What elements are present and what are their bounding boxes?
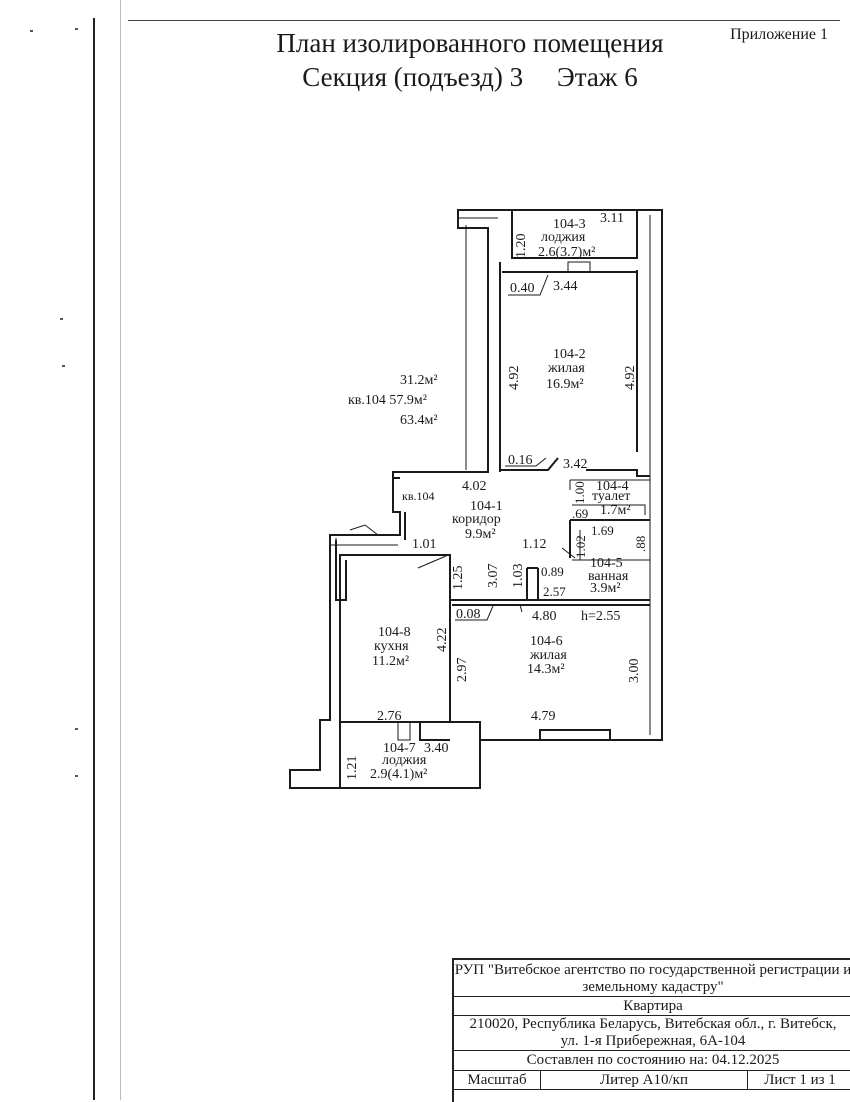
object-type: Квартира: [454, 997, 850, 1016]
inner-walls: [330, 215, 651, 741]
dim-0-69: .69: [572, 506, 588, 521]
room-104-5-area: 3.9м²: [590, 581, 621, 596]
room-104-6-name: жилая: [529, 648, 567, 663]
page-subtitle: Секция (подъезд) 3 Этаж 6: [302, 62, 638, 92]
dim-3-11: 3.11: [600, 211, 624, 226]
room-104-5-id: 104-5: [590, 556, 623, 571]
dim-3-42: 3.42: [563, 457, 588, 472]
dim-1-21: 1.21: [345, 756, 360, 781]
dim-3-07: 3.07: [486, 564, 501, 589]
room-104-6-area: 14.3м²: [527, 662, 565, 677]
room-104-3-name: лоджия: [541, 230, 586, 245]
address-line-2: ул. 1-я Прибережная, 6А-104: [560, 1033, 746, 1049]
org-name: РУП "Витебское агентство по государствен…: [454, 960, 850, 997]
room-104-1-name: коридор: [452, 512, 501, 527]
scan-speck: [75, 28, 78, 30]
dimension-lines: [378, 274, 576, 723]
scan-edge-secondary: [120, 0, 121, 1100]
dim-4-79: 4.79: [531, 709, 556, 724]
room-104-7-id: 104-7: [383, 741, 416, 756]
dim-2-57: 2.57: [543, 584, 566, 599]
dim-2-97: 2.97: [455, 658, 470, 683]
dim-2-76: 2.76: [377, 709, 402, 724]
room-104-4-area: 1.7м²: [600, 503, 631, 518]
address: 210020, Республика Беларусь, Витебская о…: [454, 1016, 850, 1051]
room-104-8-name: кухня: [374, 639, 409, 654]
summary-total-with-loggias: 63.4м²: [400, 413, 438, 428]
liter-label: Литер А10/кп: [541, 1071, 748, 1089]
room-104-8-id: 104-8: [378, 625, 411, 640]
state-date: Составлен по состоянию на: 04.12.2025: [454, 1051, 850, 1071]
scan-edge: [93, 18, 95, 1100]
dim-4-80: 4.80: [532, 609, 557, 624]
room-104-6-id: 104-6: [530, 634, 563, 649]
room-104-2-name: жилая: [547, 361, 585, 376]
dim-1-69: 1.69: [591, 523, 614, 538]
room-104-3-area: 2.6(3.7)м²: [538, 245, 595, 260]
sheet-label: Лист 1 из 1: [764, 1072, 836, 1088]
scan-speck: [30, 30, 33, 32]
room-104-8-area: 11.2м²: [372, 654, 409, 669]
room-104-4-id: 104-4: [596, 479, 629, 494]
top-rule: [128, 20, 840, 21]
dim-4-92-right: 4.92: [623, 366, 638, 391]
room-104-7-area: 2.9(4.1)м²: [370, 767, 427, 782]
scan-speck: [75, 728, 78, 730]
room-104-7-name: лоджия: [382, 753, 427, 768]
dim-1-00: 1.00: [572, 481, 587, 504]
title-block: РУП "Витебское агентство по государствен…: [452, 958, 850, 1102]
address-line-1: 210020, Республика Беларусь, Витебская о…: [469, 1016, 837, 1032]
scan-speck: [62, 365, 65, 367]
dim-1-20: 1.20: [514, 234, 529, 259]
dim-4-22: 4.22: [435, 628, 450, 653]
dim-1-03: 1.03: [511, 564, 526, 589]
room-104-5-name: ванная: [588, 569, 629, 584]
dim-3-44: 3.44: [553, 279, 578, 294]
dim-4-92-left: 4.92: [507, 366, 522, 391]
scan-speck: [60, 318, 63, 320]
floor-plan: 31.2м² кв.104 57.9м² 63.4м² кв.104 104-3…: [289, 209, 663, 789]
dim-0-16: 0.16: [508, 453, 533, 468]
appendix-label: Приложение 1: [730, 26, 828, 43]
dim-0-40: 0.40: [510, 281, 535, 296]
ceiling-height: h=2.55: [581, 609, 620, 624]
dim-3-40: 3.40: [424, 741, 449, 756]
page-title: План изолированного помещения: [276, 28, 664, 58]
dim-1-01: 1.01: [412, 537, 437, 552]
scale-label: Масштаб: [454, 1071, 541, 1089]
dim-1-12: 1.12: [522, 537, 547, 552]
scan-speck: [75, 775, 78, 777]
room-104-2-id: 104-2: [553, 347, 586, 362]
org-line-2: земельному кадастру": [582, 979, 724, 995]
dim-1-25: 1.25: [451, 566, 466, 591]
entrance-label: кв.104: [402, 489, 435, 503]
dim-0-89: 0.89: [541, 564, 564, 579]
stamp-footer-row: Масштаб Литер А10/кп Лист 1 из 1: [454, 1071, 850, 1090]
room-104-2-area: 16.9м²: [546, 377, 584, 392]
dim-3-00: 3.00: [627, 659, 642, 684]
summary-total-area: кв.104 57.9м²: [348, 393, 427, 408]
summary-living-area: 31.2м²: [400, 373, 438, 388]
room-104-4-name: туалет: [592, 489, 630, 504]
dim-0-88: .88: [633, 536, 648, 552]
dim-1-02: 1.02: [573, 535, 588, 558]
dim-0-08: 0.08: [456, 607, 481, 622]
room-104-3-id: 104-3: [553, 217, 586, 232]
room-104-1-area: 9.9м²: [465, 527, 496, 542]
dim-4-02: 4.02: [462, 479, 487, 494]
org-line-1: РУП "Витебское агентство по государствен…: [454, 962, 850, 978]
room-104-1-id: 104-1: [470, 499, 503, 514]
walls: [289, 209, 663, 789]
